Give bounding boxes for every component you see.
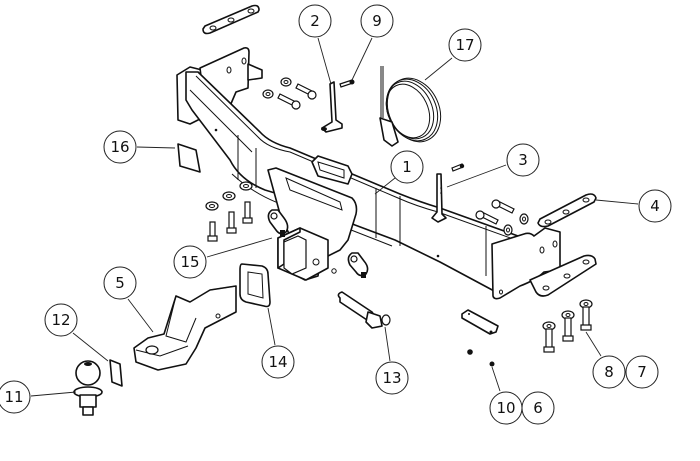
svg-text:13: 13 <box>382 369 401 387</box>
leader-lines <box>30 37 639 397</box>
spacer-plate <box>537 193 597 228</box>
callout-3: 3 <box>506 143 540 177</box>
receiver-housing <box>267 167 358 281</box>
tow-ball <box>73 360 103 416</box>
svg-text:5: 5 <box>115 274 125 292</box>
upper-bolts-washers <box>262 77 317 110</box>
callout-10: 10 <box>489 391 523 425</box>
nuts <box>467 349 495 367</box>
callout-5: 5 <box>103 266 137 300</box>
svg-text:9: 9 <box>372 12 382 30</box>
callout-16: 16 <box>103 130 137 164</box>
callout-13: 13 <box>375 361 409 395</box>
svg-text:16: 16 <box>110 138 129 156</box>
callout-17: 17 <box>448 28 482 62</box>
wiring-harness <box>379 66 442 147</box>
clamp-plate <box>461 309 499 335</box>
left-washers-bolts <box>205 181 253 242</box>
small-label <box>109 359 123 387</box>
svg-text:4: 4 <box>650 197 660 215</box>
mounting-bracket-left <box>321 81 343 133</box>
svg-text:3: 3 <box>518 151 528 169</box>
svg-text:12: 12 <box>51 311 70 329</box>
callout-12: 12 <box>44 303 78 337</box>
callout-9: 9 <box>360 4 394 38</box>
callout-4: 4 <box>638 189 672 223</box>
callout-6: 6 <box>521 391 555 425</box>
ball-mount-tongue <box>133 285 237 371</box>
callout-1: 1 <box>390 150 424 184</box>
svg-text:8: 8 <box>604 363 614 381</box>
spacer-plate-top <box>202 4 260 35</box>
main-crossbar <box>176 47 597 300</box>
svg-text:15: 15 <box>180 253 199 271</box>
svg-text:10: 10 <box>496 399 515 417</box>
svg-text:2: 2 <box>310 12 320 30</box>
callout-7: 7 <box>625 355 659 389</box>
receiver-cover <box>239 263 271 308</box>
svg-text:1: 1 <box>402 158 412 176</box>
svg-text:11: 11 <box>4 388 23 406</box>
svg-text:14: 14 <box>268 353 287 371</box>
svg-text:17: 17 <box>455 36 474 54</box>
callout-11: 11 <box>0 380 31 414</box>
callout-2: 2 <box>298 4 332 38</box>
svg-text:6: 6 <box>533 399 543 417</box>
small-bolt <box>339 79 355 88</box>
hitch-pin <box>337 291 391 329</box>
shackle-right <box>347 252 369 278</box>
callout-14: 14 <box>261 345 295 379</box>
lower-right-bolts <box>542 299 593 353</box>
callout-15: 15 <box>173 245 207 279</box>
svg-text:7: 7 <box>637 363 647 381</box>
label-plate <box>177 143 201 173</box>
shackle-left <box>267 209 289 237</box>
right-bolts-washers <box>475 199 529 236</box>
callout-8: 8 <box>592 355 626 389</box>
mounting-bracket-right <box>431 163 465 223</box>
crossbar-tie-loop <box>311 155 353 185</box>
